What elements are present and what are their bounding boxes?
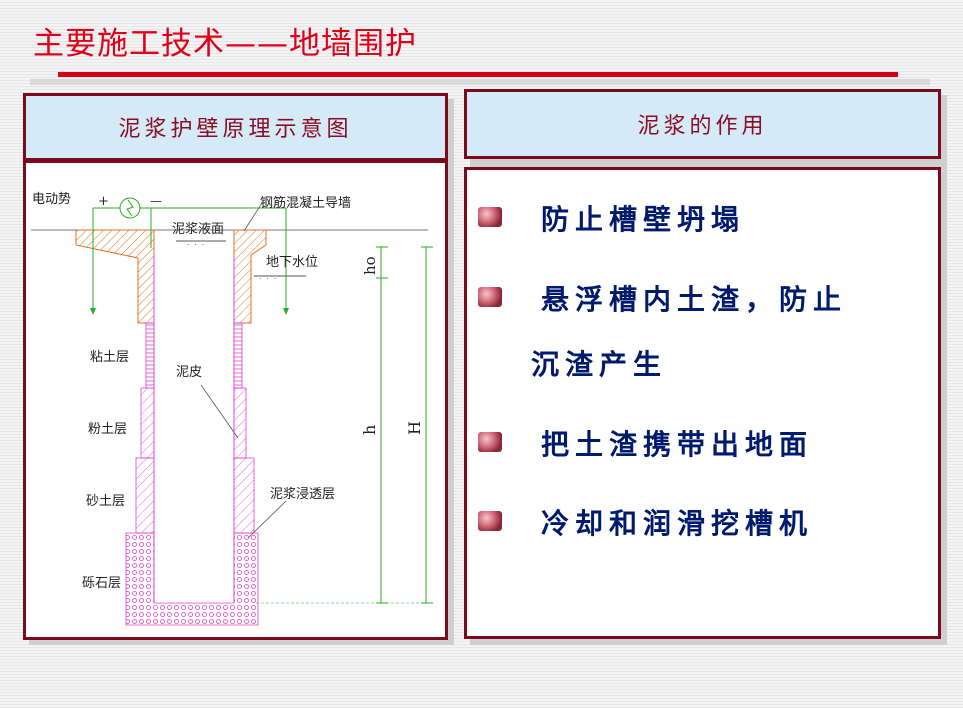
function-item-1: 防止槽壁坍塌: [541, 203, 746, 236]
title-underline: [58, 72, 898, 77]
function-item-2-continued: 沉渣产生: [531, 348, 668, 381]
minus-sign: —: [150, 194, 162, 208]
slurry-function-header-text: 泥浆的作用: [637, 114, 768, 139]
diagram-header: 泥浆护壁原理示意图: [23, 93, 448, 161]
h-dimension-label: h: [360, 425, 379, 435]
bullet-icon: [478, 432, 502, 452]
infiltration-label: 泥浆浸透层: [270, 487, 335, 502]
diagram-svg: ˙ ˙ ˙ ˙ ˙ ˙ 电动势 + — 钢筋混凝土导墙 泥浆液面 地下水位 粘土…: [31, 191, 433, 626]
slurry-function-header: 泥浆的作用: [464, 89, 941, 159]
guide-wall-label: 钢筋混凝土导墙: [260, 195, 351, 211]
clay-layer-label: 粘土层: [90, 350, 129, 365]
gravel-infiltration: [125, 532, 259, 626]
function-item-4: 冷却和润滑挖槽机: [541, 507, 814, 540]
diagram-header-text: 泥浆护壁原理示意图: [118, 117, 353, 142]
sand-mud-left: [135, 457, 155, 534]
left-guide-wall: [75, 229, 155, 324]
sand-layer-label: 砂土层: [86, 494, 125, 509]
bullet-icon: [478, 287, 502, 307]
silt-mud-right: [233, 387, 247, 459]
bullet-icon: [478, 207, 502, 227]
plus-sign: +: [98, 194, 109, 209]
ho-dimension-label: ho: [361, 256, 379, 275]
H-dimension-label: H: [405, 421, 424, 435]
mudcake-label: 泥皮: [176, 365, 202, 380]
sand-mud-right: [233, 457, 255, 534]
title-underline-shadow: [30, 79, 930, 85]
clay-mud-left: [145, 322, 155, 389]
groundwater-label: 地下水位: [266, 255, 318, 270]
slurry-wall-diagram: ˙ ˙ ˙ ˙ ˙ ˙ 电动势 + — 钢筋混凝土导墙 泥浆液面 地下水位 粘土…: [23, 160, 448, 640]
gravel-layer-label: 砾石层: [82, 576, 121, 591]
clay-mud-right: [233, 322, 243, 389]
svg-text:˙ ˙ ˙: ˙ ˙ ˙: [258, 278, 277, 288]
silt-mud-left: [140, 387, 155, 459]
slurry-function-list: 防止槽壁坍塌 悬浮槽内土渣，防止 沉渣产生 把土渣携带出地面 冷却和润滑挖槽机: [464, 167, 941, 639]
function-item-3: 把土渣携带出地面: [541, 428, 814, 461]
power-label: 电动势: [32, 191, 71, 207]
svg-text:˙ ˙ ˙: ˙ ˙ ˙: [186, 244, 205, 254]
function-item-2: 悬浮槽内土渣，防止: [541, 283, 848, 316]
slurry-level-label: 泥浆液面: [172, 222, 224, 237]
slide-title: 主要施工技术——地墙围护: [33, 26, 417, 62]
silt-layer-label: 粉土层: [88, 422, 127, 437]
bullet-icon: [478, 511, 502, 531]
